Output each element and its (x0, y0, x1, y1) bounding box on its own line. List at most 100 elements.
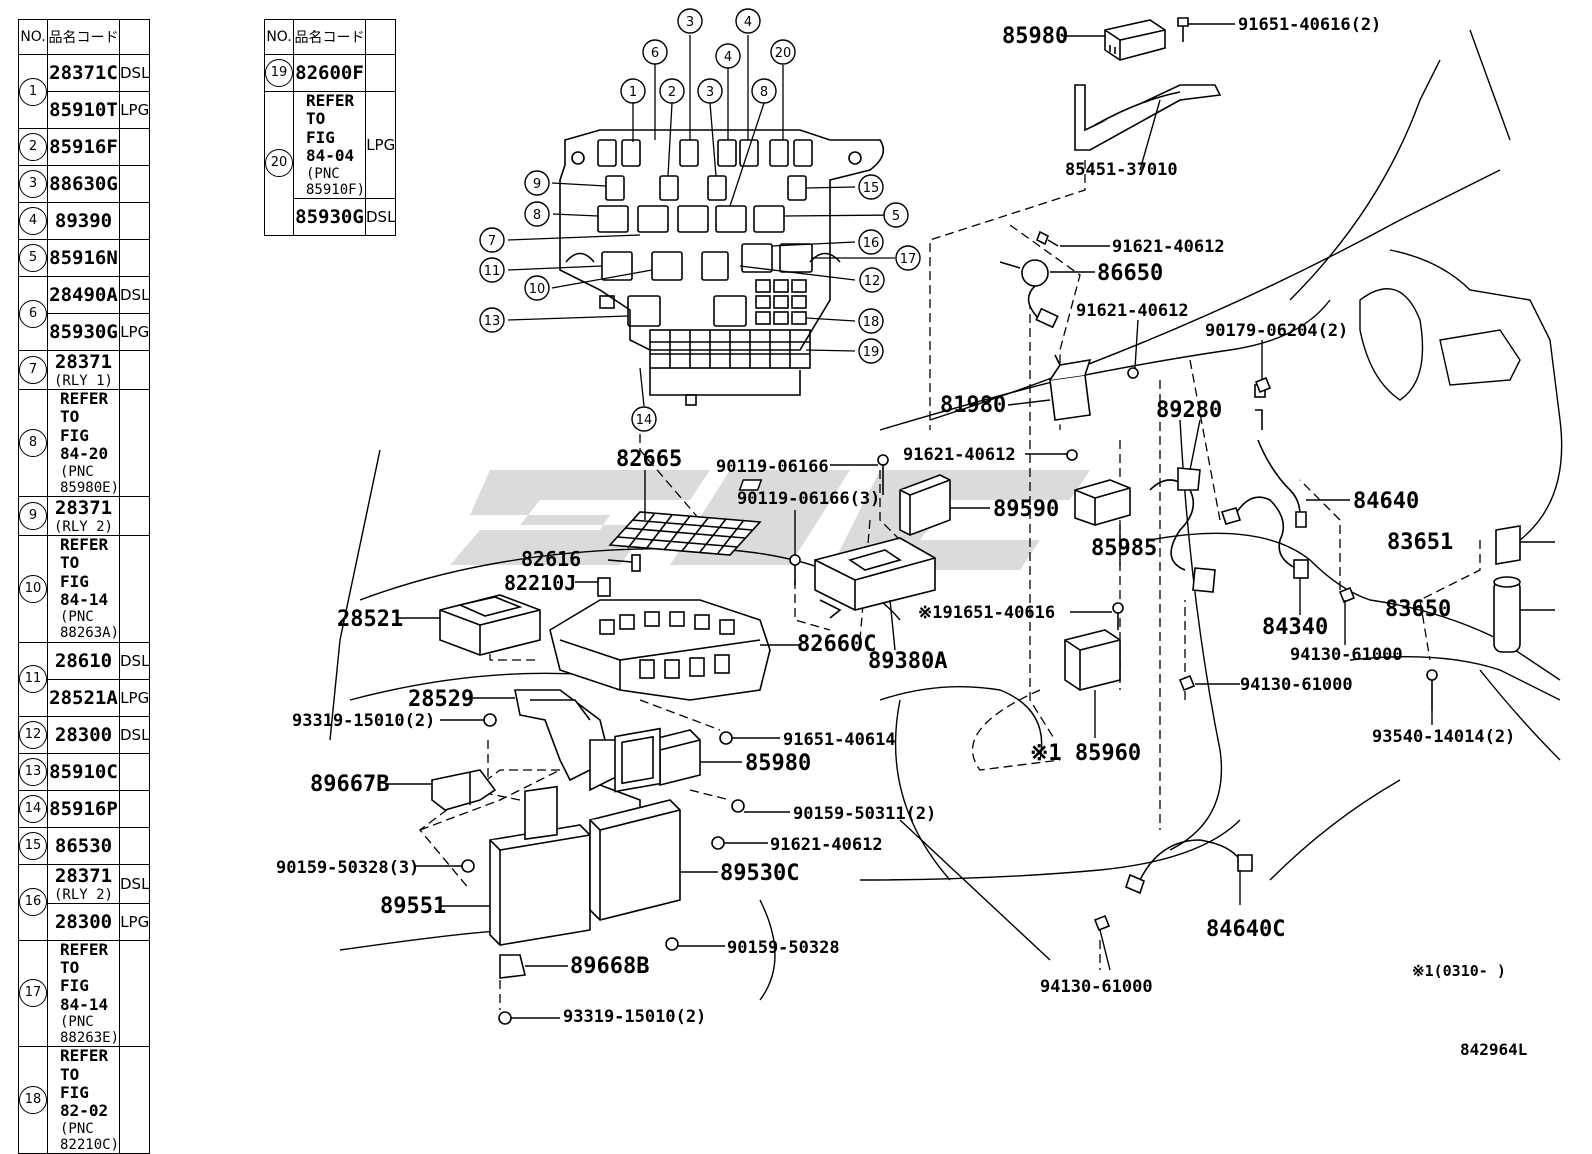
label-p91651-40614: 91651-40614 (783, 730, 896, 750)
label-p94130-61000-b: 94130-61000 (1240, 675, 1353, 695)
svg-text:3: 3 (686, 15, 694, 30)
callout-1: 1 (620, 78, 646, 104)
svg-text:16: 16 (863, 236, 880, 251)
part-remark (118, 165, 151, 203)
svg-text:2: 2 (668, 85, 676, 100)
label-p81980: 81980 (940, 393, 1006, 418)
reference-pnc: (PNC 88263A) (60, 609, 120, 642)
part-code: 28610 (47, 641, 120, 680)
label-p90159-50328-3: 90159-50328(3) (276, 858, 419, 878)
svg-text:14: 14 (636, 413, 653, 428)
part-code-text: 28490A (49, 284, 118, 306)
row-number-circle: 13 (19, 757, 47, 786)
callout-9: 9 (524, 170, 550, 196)
part-code-text: 28300 (54, 723, 113, 746)
part-code: 85916N (47, 239, 120, 277)
reference-pnc: (PNC 85910F) (306, 165, 366, 198)
svg-text:8: 8 (533, 208, 541, 223)
part-code-text: 88630G (49, 173, 118, 195)
svg-text:18: 18 (863, 315, 880, 330)
part-remark: DSL (118, 863, 151, 904)
part-remark: LPG (364, 91, 397, 199)
part-code: 28300 (47, 715, 120, 754)
part-code: 85910C (47, 752, 120, 791)
part-code-text: 86530 (54, 834, 113, 857)
row-number-circle: 9 (19, 501, 47, 530)
part-remark: DSL (118, 54, 151, 92)
callout-15: 15 (858, 174, 884, 200)
part-code-text: 28371 (54, 351, 113, 373)
reference-line: REFER TO (60, 389, 109, 427)
label-p90159-50311-2: 90159-50311(2) (793, 804, 936, 824)
part-remark (118, 939, 151, 1048)
row-number-circle: 2 (19, 133, 47, 161)
row-number: 5 (18, 239, 48, 277)
svg-text:1: 1 (629, 85, 637, 100)
label-p90119-06166-3: 90119-06166(3) (737, 489, 880, 509)
row-number: 19 (264, 54, 294, 92)
label-p84640C: 84640C (1206, 917, 1285, 942)
callout-4: 4 (715, 43, 741, 69)
part-code-text: 85910C (49, 760, 118, 783)
reference-pnc: (PNC 85980E) (60, 463, 120, 496)
label-p85985: 85985 (1091, 536, 1157, 561)
part-remark: DSL (118, 715, 151, 754)
part-code-text: 28521A (49, 686, 118, 709)
row-number-circle: 6 (19, 299, 47, 328)
label-p28521: 28521 (337, 607, 403, 632)
svg-text:6: 6 (651, 46, 659, 61)
part-remark: LPG (118, 91, 151, 129)
svg-text:10: 10 (529, 282, 546, 297)
svg-text:4: 4 (724, 50, 732, 65)
part-code-text: 28371 (54, 864, 113, 887)
svg-text:11: 11 (484, 264, 501, 279)
part-code-text: 89390 (54, 210, 113, 232)
label-p82665: 82665 (616, 447, 682, 472)
part-remark (118, 826, 151, 865)
label-note: ※1(0310- ) (1412, 962, 1506, 980)
table-row: 4 89390 (18, 202, 151, 240)
part-code-sub: (RLY 2) (53, 518, 113, 535)
header-remark (364, 19, 397, 55)
part-remark (118, 389, 151, 497)
row-number-circle: 17 (19, 979, 47, 1008)
row-number-circle: 4 (19, 207, 47, 235)
label-p94130-61000-c: 94130-61000 (1040, 977, 1153, 997)
row-number-circle: 8 (19, 428, 47, 457)
part-code-text: 28300 (54, 910, 113, 933)
label-p84340: 84340 (1262, 615, 1328, 640)
label-p89380A: 89380A (868, 649, 947, 674)
header-no: NO. (264, 19, 294, 55)
reference-figure: FIG 84-04 (306, 127, 355, 166)
part-remark: DSL (118, 641, 151, 680)
callout-5: 5 (883, 202, 909, 228)
row-number: 9 (18, 495, 48, 536)
header-code: 品名コード (293, 19, 366, 55)
callout-18: 18 (858, 308, 884, 334)
callout-12: 12 (859, 267, 885, 293)
part-remark (118, 495, 151, 536)
label-p86650: 86650 (1097, 261, 1163, 286)
label-p82660C: 82660C (797, 632, 876, 657)
part-code-text: 85910T (49, 99, 118, 121)
row-number-circle: 16 (19, 888, 47, 916)
label-p89590: 89590 (993, 497, 1059, 522)
part-code: 89390 (47, 202, 120, 240)
part-remark: LPG (118, 678, 151, 717)
part-code: 28371(RLY 2) (47, 863, 120, 904)
row-number-circle: 11 (19, 665, 47, 693)
callout-16: 16 (858, 229, 884, 255)
label-p83650: 83650 (1385, 597, 1451, 622)
row-number-circle: 1 (19, 77, 47, 106)
